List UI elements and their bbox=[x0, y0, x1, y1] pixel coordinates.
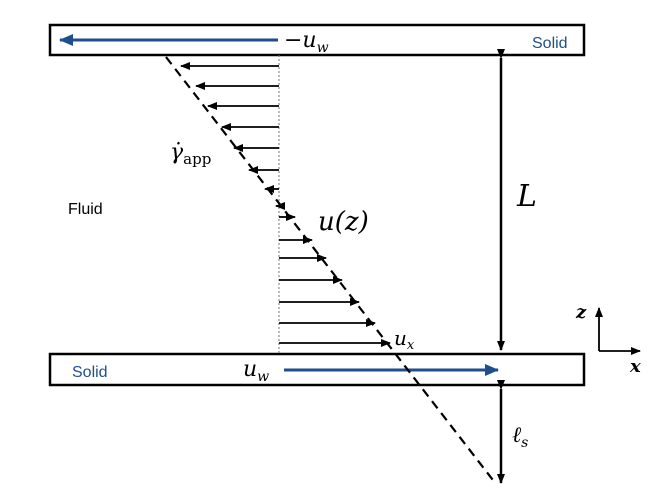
velocity-profile-line bbox=[165, 56, 497, 485]
top-wall-label: Solid bbox=[532, 35, 568, 52]
fluid-label: Fluid bbox=[68, 201, 103, 218]
gap-label: L bbox=[516, 179, 537, 214]
bottom-wall-label: Solid bbox=[72, 364, 108, 381]
local-velocity-label: ux bbox=[394, 326, 415, 353]
z-axis-label: z bbox=[575, 302, 587, 323]
slip-length-label: ℓs bbox=[512, 423, 528, 451]
lower-velocity-arrows bbox=[279, 213, 391, 347]
negative-wall-speed-label: −uw bbox=[284, 28, 329, 56]
profile-label: u(z) bbox=[318, 207, 369, 237]
shear-rate-label: γ̇app bbox=[170, 140, 211, 168]
wall-speed-label: uw bbox=[243, 357, 269, 385]
x-axis-label: x bbox=[629, 356, 641, 377]
upper-velocity-arrows bbox=[180, 62, 285, 210]
